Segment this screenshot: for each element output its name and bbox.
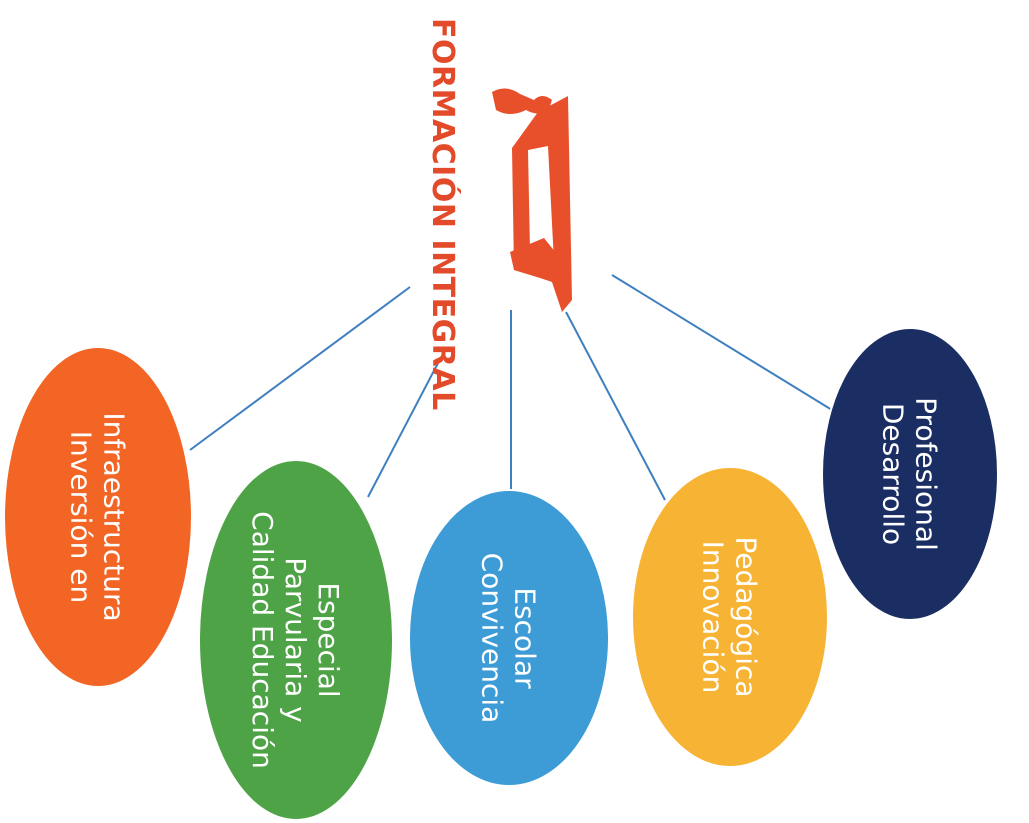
connectors [189,274,833,501]
node-innovacion: InnovaciónPedagógica [631,466,829,768]
node-convivencia-label-line: Escolar [509,587,542,689]
connector-innovacion [565,311,666,501]
connector-inversion [189,286,411,451]
logo-body [512,96,572,312]
logo-head [492,88,552,114]
node-desarrollo-label-line: Profesional [910,397,943,551]
node-inversion-label-line: Infraestructura [98,412,131,621]
node-innovacion-label: InnovaciónPedagógica [697,536,763,697]
connector-desarrollo [611,274,833,411]
node-innovacion-label-line: Pedagógica [730,536,763,697]
logo-cap [510,238,560,280]
node-convivencia-label-line: Convivencia [476,553,509,724]
node-calidad: Calidad EducaciónParvularia yEspecial [198,459,394,821]
node-inversion-label: Inversión enInfraestructura [65,412,131,621]
node-innovacion-ellipse [631,466,829,768]
node-convivencia-label: ConvivenciaEscolar [476,553,542,724]
graduation-figure-icon [492,88,572,312]
connector-calidad [367,362,439,498]
node-convivencia: ConvivenciaEscolar [408,489,610,787]
diagram-title: FORMACIÓN INTEGRAL [425,18,462,411]
node-desarrollo-label: DesarrolloProfesional [877,397,943,551]
diagram-nodes: Inversión enInfraestructura Calidad Educa… [3,327,999,821]
node-convivencia-ellipse [408,489,610,787]
node-calidad-label-line: Especial [313,582,346,697]
node-desarrollo-label-line: Desarrollo [877,403,910,545]
node-inversion-label-line: Inversión en [65,431,98,603]
node-desarrollo: DesarrolloProfesional [821,327,999,621]
node-inversion: Inversión enInfraestructura [3,346,193,688]
node-desarrollo-ellipse [821,327,999,621]
node-innovacion-label-line: Innovación [697,541,730,694]
node-calidad-label: Calidad EducaciónParvularia yEspecial [247,511,346,769]
node-calidad-label-line: Calidad Educación [247,511,280,769]
node-calidad-ellipse [198,459,394,821]
node-calidad-label-line: Parvularia y [280,557,313,722]
node-inversion-ellipse [3,346,193,688]
